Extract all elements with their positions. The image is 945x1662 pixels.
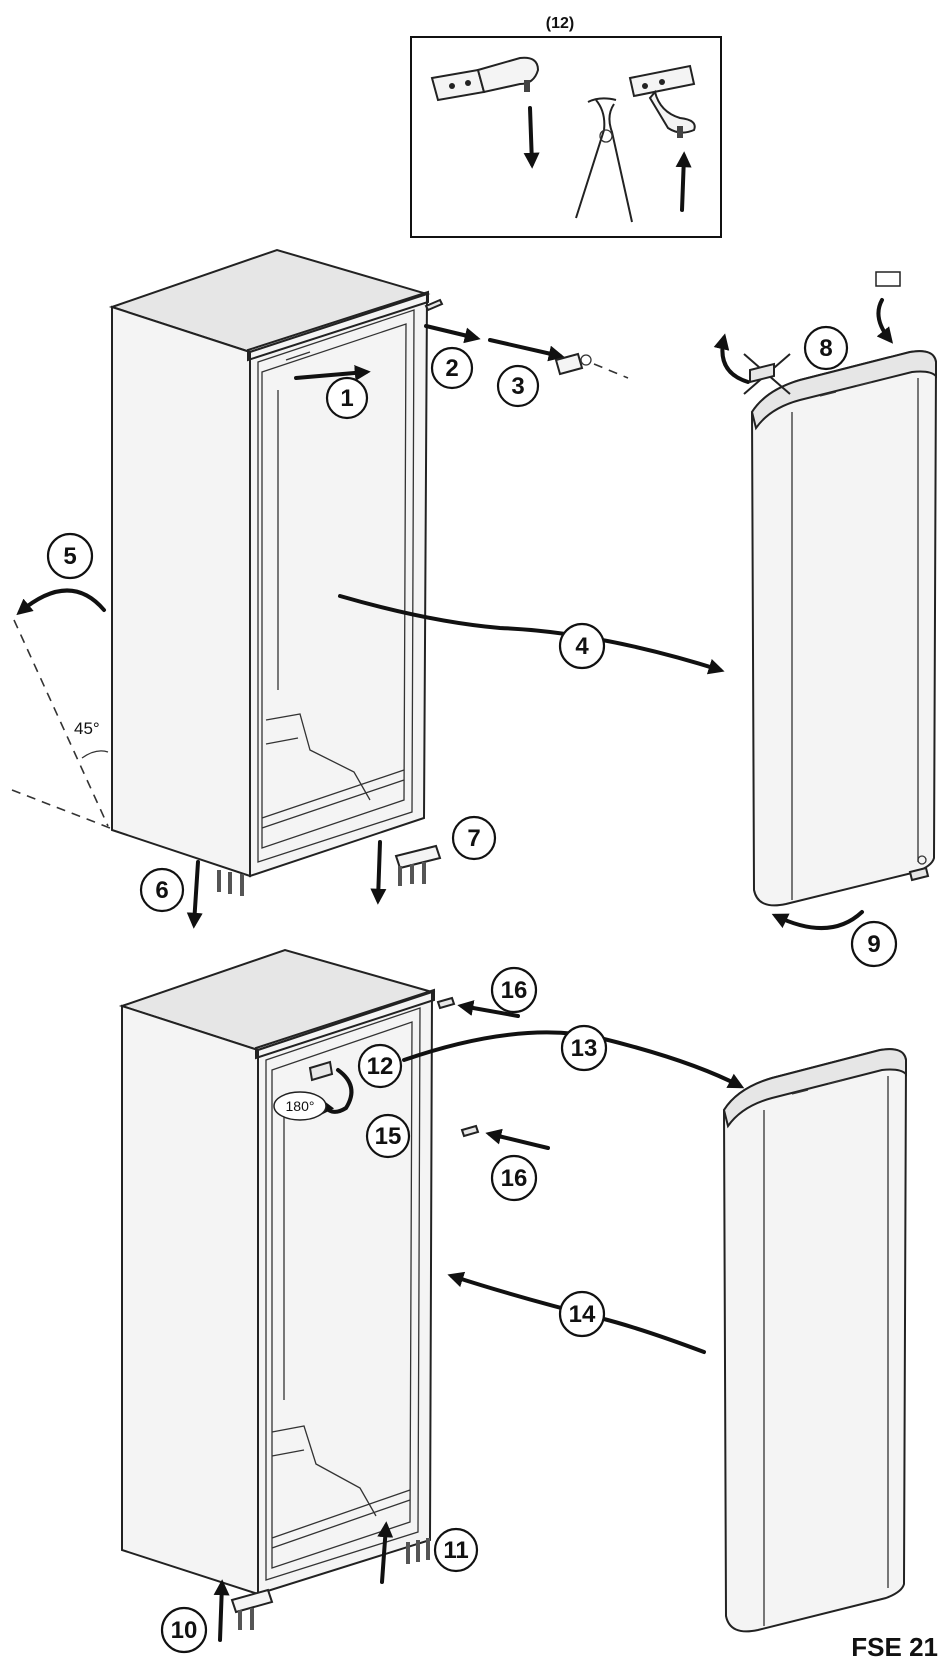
svg-text:14: 14	[569, 1301, 596, 1328]
step-9-callout: 9	[850, 920, 898, 968]
step-6-callout: 5	[46, 532, 94, 580]
top-hinge-icon	[554, 352, 629, 379]
tilt-guide: 45°	[11, 619, 111, 829]
inset-frame	[410, 36, 722, 238]
step-3-callout: 3	[496, 364, 540, 408]
top-cover-icon	[875, 271, 901, 287]
step-16-callout-lower: 16	[490, 1154, 538, 1202]
step-1-callout: 1	[325, 376, 369, 420]
step-2-callout: 2	[430, 346, 474, 390]
step-15-callout: 15	[365, 1113, 411, 1159]
step-11-callout: 11	[433, 1527, 479, 1573]
svg-text:4: 4	[575, 633, 589, 660]
discard-cover-icon	[743, 353, 791, 395]
bottom-hinge-lower-icon	[230, 1588, 274, 1630]
step-7-callout: 6	[139, 867, 185, 913]
plug-upper-icon	[436, 996, 456, 1010]
model-label: FSE 21	[851, 1632, 938, 1662]
cabinet-top	[108, 248, 431, 896]
step-13-callout: 13	[560, 1024, 608, 1072]
svg-text:16: 16	[501, 1165, 528, 1192]
step-4-callout: 4	[558, 622, 606, 670]
step-16-callout-upper: 16	[490, 966, 538, 1014]
svg-text:1: 1	[340, 385, 353, 412]
svg-text:7: 7	[467, 825, 480, 852]
plug-lower-icon	[460, 1124, 480, 1138]
rotate-angle-label: 180°	[286, 1098, 315, 1114]
svg-text:2: 2	[445, 355, 458, 382]
svg-text:8: 8	[819, 335, 832, 362]
svg-text:3: 3	[511, 373, 524, 400]
svg-text:15: 15	[375, 1123, 402, 1150]
svg-text:12: 12	[367, 1053, 394, 1080]
feet-right-icon	[406, 1538, 430, 1564]
svg-text:10: 10	[171, 1617, 198, 1644]
step-8-callout: 7	[451, 815, 497, 861]
hinge-cover-icon	[424, 298, 444, 312]
svg-text:6: 6	[155, 877, 168, 904]
hinge-right-icon	[628, 64, 696, 138]
hinge-inset: (12)	[410, 15, 722, 238]
svg-text:11: 11	[443, 1537, 468, 1564]
hinge-left-icon	[430, 56, 540, 102]
door-top	[750, 350, 938, 907]
pliers-icon	[575, 97, 633, 223]
step-5-callout: 8	[803, 325, 849, 371]
svg-text:13: 13	[571, 1035, 598, 1062]
step-10-callout: 10	[160, 1606, 208, 1654]
hinge-rotate-icon: 180°	[273, 1060, 354, 1121]
svg-text:16: 16	[501, 977, 528, 1004]
door-pin-icon	[908, 855, 930, 882]
door-bottom	[722, 1048, 908, 1633]
svg-text:9: 9	[867, 931, 880, 958]
svg-text:5: 5	[63, 543, 76, 570]
step-12-callout: 12	[357, 1043, 403, 1089]
tilt-angle-label: 45°	[74, 719, 100, 738]
feet-left-icon	[217, 870, 244, 896]
inset-title: (12)	[546, 15, 574, 32]
bottom-hinge-icon	[394, 844, 442, 886]
step-14-callout: 14	[558, 1290, 606, 1338]
